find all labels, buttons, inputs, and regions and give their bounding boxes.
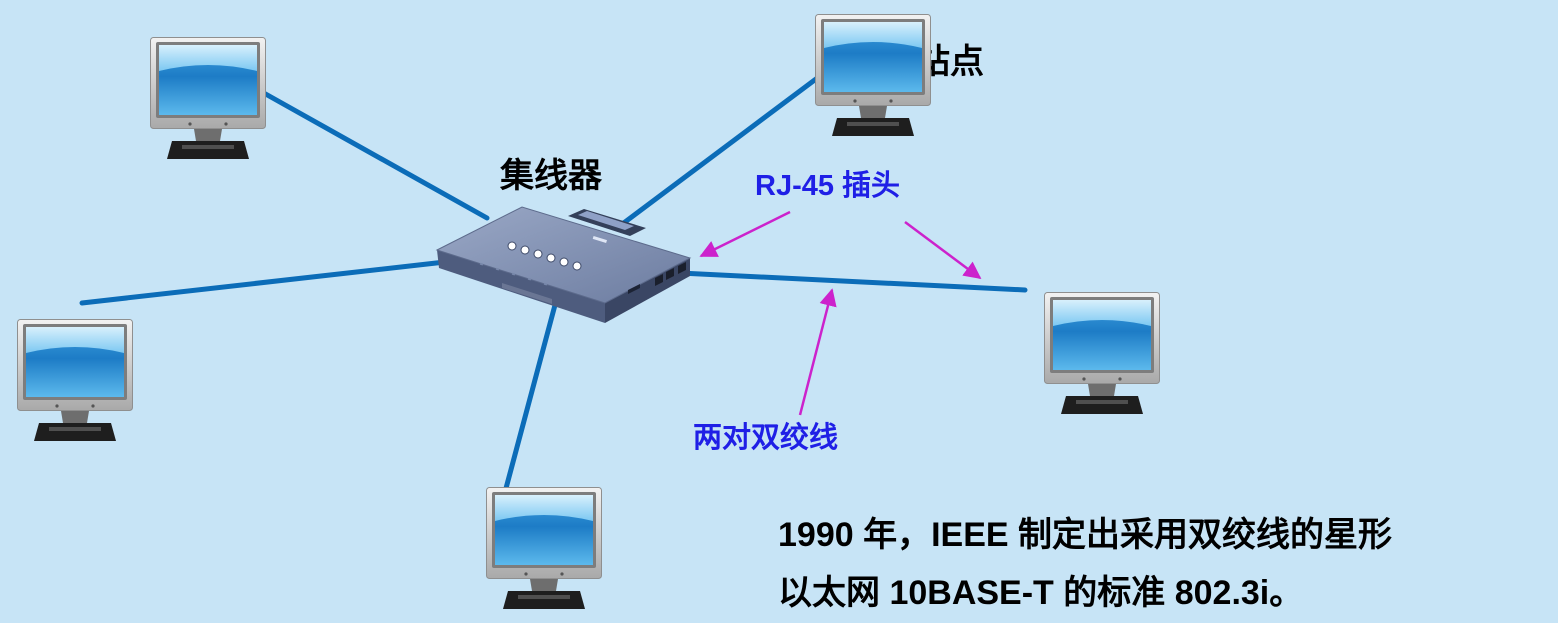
rj45-arrow-icon (699, 210, 791, 258)
hub-front-slot (502, 283, 552, 304)
hub-port-marks (479, 262, 548, 286)
cable-to-left-station (79, 259, 448, 306)
hub-led (546, 253, 556, 263)
hub-led (533, 249, 543, 259)
hub-front-face (437, 250, 605, 323)
twisted-pair-label: 两对双绞线 (693, 422, 839, 454)
caption-line: 1990 年，IEEE 制定出采用双绞线的星形 (778, 516, 1393, 554)
left-station-monitor-icon (17, 319, 133, 443)
twisted-pair-arrow-icon (798, 288, 837, 416)
hub-rj45-ports (655, 262, 686, 286)
hub-led (572, 261, 582, 271)
hub-brand-mark (592, 235, 607, 243)
rj45-arrow-icon (904, 220, 982, 280)
hub-led (520, 245, 530, 255)
cable-to-right-station (677, 270, 1028, 293)
hub-front-slot-small (628, 284, 640, 294)
caption-line: 以太网 10BASE-T 的标准 802.3i。 (778, 574, 1304, 612)
rj45-plug-label: RJ-45 插头 (755, 170, 901, 202)
hub-top-face (435, 206, 692, 304)
cables (79, 67, 1028, 495)
hub-led (507, 241, 517, 251)
top-left-station-monitor-icon (150, 37, 266, 161)
hub-status-leds (507, 241, 582, 271)
pointer-arrows (699, 210, 982, 416)
hub-led (559, 257, 569, 267)
bottom-station-monitor-icon (486, 487, 602, 611)
hub-icon (435, 206, 692, 323)
caption: 1990 年，IEEE 制定出采用双绞线的星形 以太网 10BASE-T 的标准… (778, 506, 1392, 622)
cable-to-top-right-station (614, 67, 831, 231)
top-right-station-monitor-icon (815, 14, 931, 138)
hub-display-screen (578, 211, 634, 230)
right-station-monitor-icon (1044, 292, 1160, 416)
hub-label: 集线器 (500, 157, 602, 195)
cable-to-top-left-station (259, 89, 490, 221)
cable-to-bottom-station (502, 302, 558, 495)
